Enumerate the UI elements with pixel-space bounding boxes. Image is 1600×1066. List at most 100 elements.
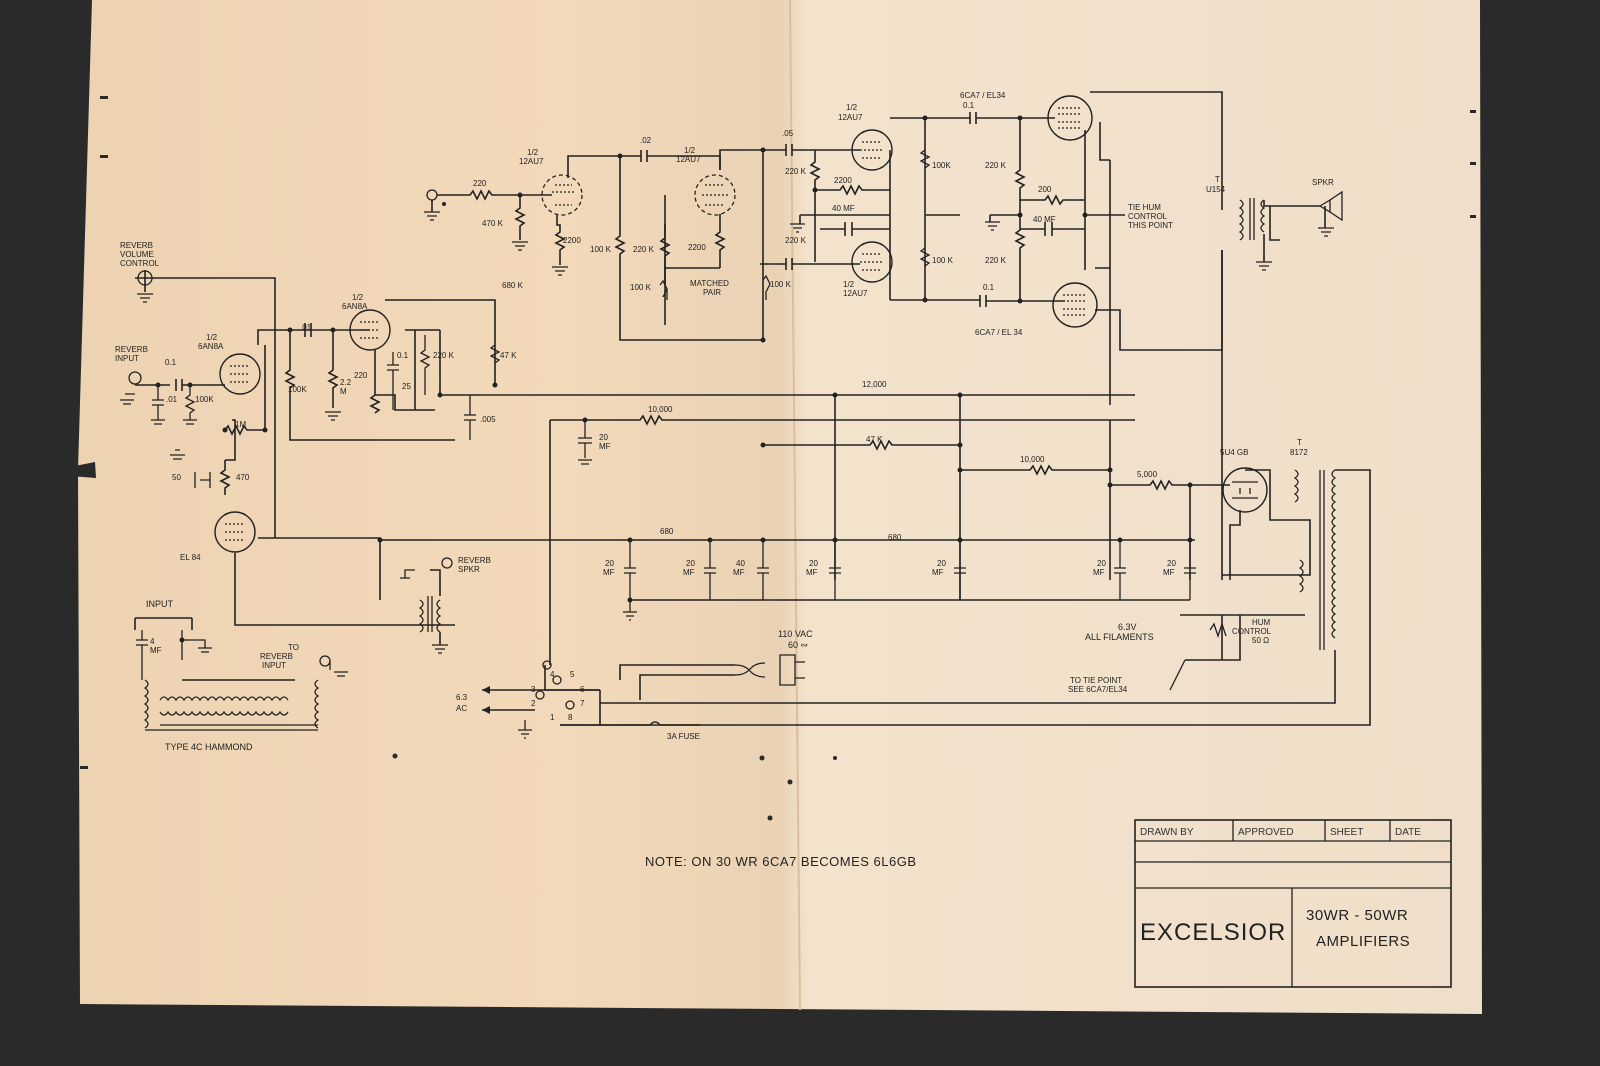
svg-text:220 K: 220 K [633,245,655,254]
svg-text:40 MF: 40 MF [832,204,855,213]
svg-text:3: 3 [531,685,536,694]
svg-text:6CA7 / EL34: 6CA7 / EL34 [960,91,1006,100]
svg-text:20: 20 [1167,559,1176,568]
svg-text:2: 2 [531,699,536,708]
svg-text:5U4 GB: 5U4 GB [1220,448,1248,457]
svg-text:TO: TO [288,643,299,652]
tube-v6 [219,353,261,395]
svg-text:.05: .05 [782,129,794,138]
svg-text:MF: MF [683,568,695,577]
svg-text:T: T [1215,175,1220,184]
svg-text:6CA7 / EL 34: 6CA7 / EL 34 [975,328,1023,337]
svg-text:0.1: 0.1 [397,351,409,360]
svg-text:HUM: HUM [1252,618,1271,627]
svg-text:REVERB: REVERB [458,556,491,565]
mains-label: 110 VAC 60 ∾ [778,629,813,650]
svg-text:20: 20 [686,559,695,568]
svg-text:100 K: 100 K [932,256,954,265]
tube-v2 [694,174,736,216]
svg-text:220 K: 220 K [785,236,807,245]
svg-text:CONTROL: CONTROL [1128,212,1168,221]
svg-text:M: M [340,387,347,396]
svg-text:CONTROL: CONTROL [1232,627,1272,636]
tie-hum-label: TIE HUM CONTROL THIS POINT [1128,203,1173,230]
matched-pair-label: MATCHED PAIR [690,279,729,297]
svg-text:1/2: 1/2 [846,103,858,112]
model-name: 30WR - 50WR [1306,907,1408,924]
svg-text:1/2: 1/2 [843,280,855,289]
svg-text:EL 84: EL 84 [180,553,201,562]
input-jack-icon [442,202,446,206]
reverb-spkr-label: REVERB SPKR [458,556,491,574]
svg-text:6.3: 6.3 [456,693,468,702]
svg-text:12,000: 12,000 [862,380,887,389]
reverb-input-jack-icon [128,371,142,385]
tube-out1 [1047,95,1093,141]
tube-v3 [851,129,893,171]
paper-tear [65,462,96,478]
svg-text:2200: 2200 [834,176,852,185]
svg-text:MF: MF [1163,568,1175,577]
svg-text:100K: 100K [195,395,214,404]
svg-text:20: 20 [1097,559,1106,568]
svg-text:47 K: 47 K [500,351,517,360]
svg-text:40: 40 [736,559,745,568]
svg-text:TIE HUM: TIE HUM [1128,203,1161,212]
svg-text:220: 220 [473,179,487,188]
svg-text:50: 50 [172,473,181,482]
svg-text:220 K: 220 K [433,351,455,360]
svg-text:MF: MF [603,568,615,577]
svg-text:100 K: 100 K [630,283,652,292]
svg-text:12AU7: 12AU7 [676,155,701,164]
svg-text:10,000: 10,000 [1020,455,1045,464]
hum-control-label: HUM CONTROL 50 Ω [1232,618,1272,645]
svg-text:100K: 100K [288,385,307,394]
svg-text:ALL FILAMENTS: ALL FILAMENTS [1085,632,1154,642]
svg-text:100 K: 100 K [770,280,792,289]
svg-text:PAIR: PAIR [703,288,721,297]
title-header-date: DATE [1395,827,1421,838]
svg-text:47 K: 47 K [866,435,883,444]
svg-text:100K: 100K [932,161,951,170]
fold-line [789,0,801,1011]
svg-text:10,000: 10,000 [648,405,673,414]
svg-text:1/2: 1/2 [352,293,364,302]
svg-text:U154: U154 [1206,185,1226,194]
svg-text:680 K: 680 K [502,281,524,290]
punch-marks [80,96,1506,829]
svg-text:TO TIE POINT: TO TIE POINT [1070,676,1122,685]
svg-text:7: 7 [580,699,585,708]
svg-text:6AN8A: 6AN8A [198,342,224,351]
svg-text:MF: MF [599,442,611,451]
svg-text:2200: 2200 [563,236,581,245]
svg-text:680: 680 [888,533,902,542]
svg-text:4: 4 [550,670,555,679]
junction-dots [155,115,1193,643]
svg-text:VOLUME: VOLUME [120,250,154,259]
svg-text:20: 20 [605,559,614,568]
svg-text:THIS POINT: THIS POINT [1128,221,1173,230]
svg-text:CONTROL: CONTROL [120,259,160,268]
svg-text:SEE 6CA7/EL34: SEE 6CA7/EL34 [1068,685,1128,694]
svg-text:12AU7: 12AU7 [843,289,868,298]
svg-text:SPKR: SPKR [458,565,480,574]
svg-text:60 ∾: 60 ∾ [788,640,808,650]
to-reverb-input-label: TO REVERB INPUT [260,643,299,670]
svg-text:220 K: 220 K [985,256,1007,265]
company-name: EXCELSIOR [1140,919,1286,946]
tube-v1 [541,174,583,216]
svg-text:110 VAC: 110 VAC [778,629,813,639]
svg-text:MF: MF [932,568,944,577]
title-header-sheet: SHEET [1330,827,1363,838]
svg-text:470: 470 [236,473,250,482]
model-subtitle: AMPLIFIERS [1316,933,1410,950]
svg-text:MF: MF [806,568,818,577]
svg-text:2200: 2200 [688,243,706,252]
svg-text:.01: .01 [166,395,178,404]
svg-text:REVERB: REVERB [120,241,153,250]
svg-text:50 Ω: 50 Ω [1252,636,1269,645]
svg-text:12AU7: 12AU7 [519,157,544,166]
svg-text:REVERB: REVERB [260,652,293,661]
svg-text:MF: MF [150,646,162,655]
